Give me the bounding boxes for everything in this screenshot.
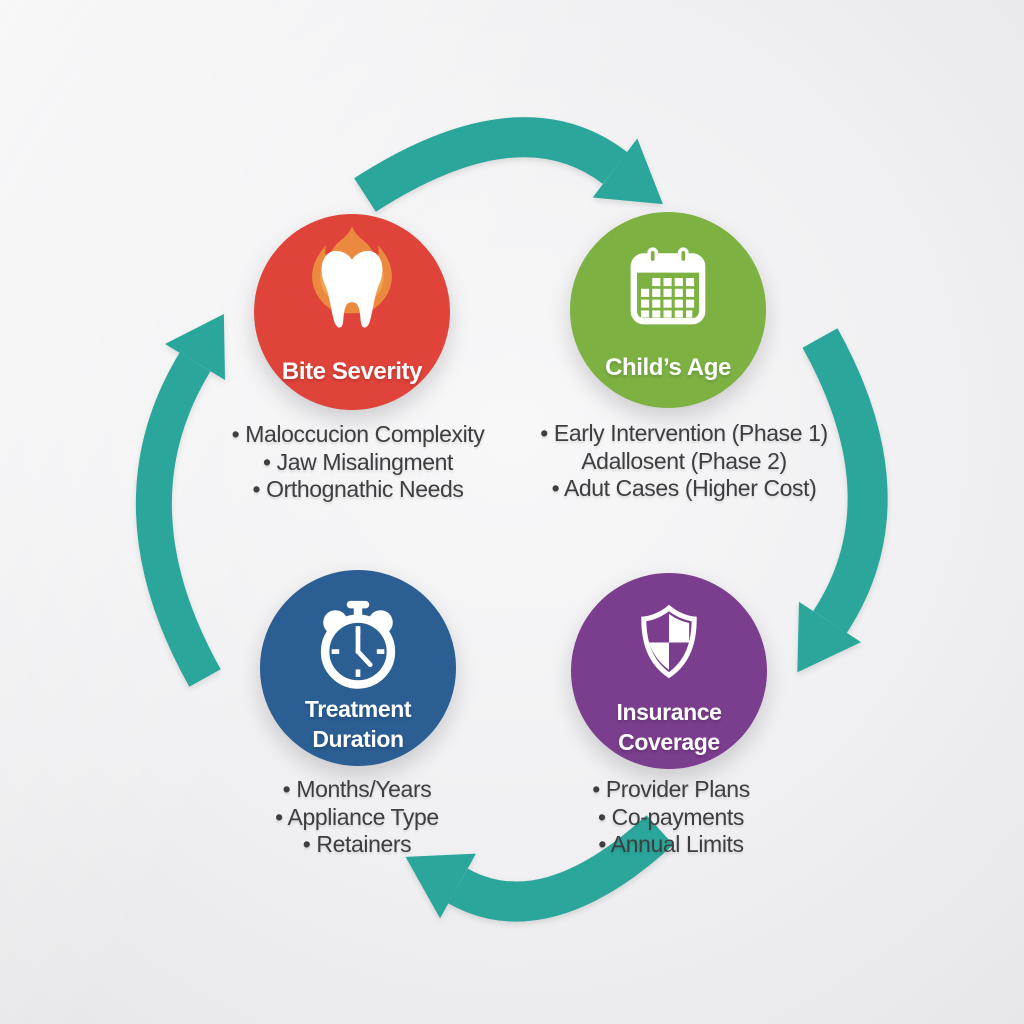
bullet-item: Adallosent (Phase 2) <box>581 447 787 474</box>
title-line: Bite Severity <box>281 358 423 385</box>
insurance-coverage-bullet-list: • Provider Plans • Co-payments • Annual … <box>481 776 861 859</box>
bullet-item: • Months/Years <box>282 776 432 802</box>
shield-icon <box>641 604 697 679</box>
title-line: Child’s Age <box>605 354 731 381</box>
node-title: Treatment Duration <box>260 694 456 754</box>
bullet-item: • Adut Cases (Higher Cost) <box>551 475 817 501</box>
insurance-coverage-circle: Insurance Coverage <box>571 573 767 769</box>
node-title: Child’s Age <box>570 354 766 382</box>
arrow-right <box>797 328 888 673</box>
calendar-icon <box>630 247 706 325</box>
bite-severity-bullet-list: • Maloccucion Complexity • Jaw Misalingm… <box>168 421 548 504</box>
node-title: Bite Severity <box>254 358 450 386</box>
treatment-duration-bullet-list: • Months/Years • Appliance Type • Retain… <box>167 776 547 859</box>
bullet-item: • Provider Plans <box>592 776 750 802</box>
flaming-tooth-icon <box>312 226 392 328</box>
bite-severity-circle: Bite Severity <box>254 214 450 410</box>
node-title: Insurance Coverage <box>571 697 767 757</box>
bullet-item: • Orthognathic Needs <box>252 476 464 502</box>
arrow-bottom <box>405 815 674 922</box>
title-line: Duration <box>312 726 404 752</box>
arrow-top <box>354 117 663 212</box>
title-line: Treatment <box>304 696 412 722</box>
treatment-duration-circle: Treatment Duration <box>260 570 456 766</box>
bullet-item: • Retainers <box>302 831 412 857</box>
childs-age-bullet-list: • Early Intervention (Phase 1) Adallosen… <box>494 420 874 503</box>
arrow-left <box>135 313 226 687</box>
stopwatch-icon <box>320 600 396 689</box>
bullet-item: • Early Intervention (Phase 1) <box>540 420 828 446</box>
childs-age-circle: Child’s Age <box>570 212 766 408</box>
bullet-item: • Appliance Type <box>275 803 439 830</box>
bullet-item: • Annual Limits <box>598 831 744 857</box>
bullet-item: • Jaw Misalingment <box>262 448 454 475</box>
bullet-item: • Maloccucion Complexity <box>231 421 485 447</box>
bullet-item: • Co-payments <box>597 803 745 830</box>
title-line: Insurance <box>616 699 722 725</box>
title-line: Coverage <box>618 729 720 755</box>
